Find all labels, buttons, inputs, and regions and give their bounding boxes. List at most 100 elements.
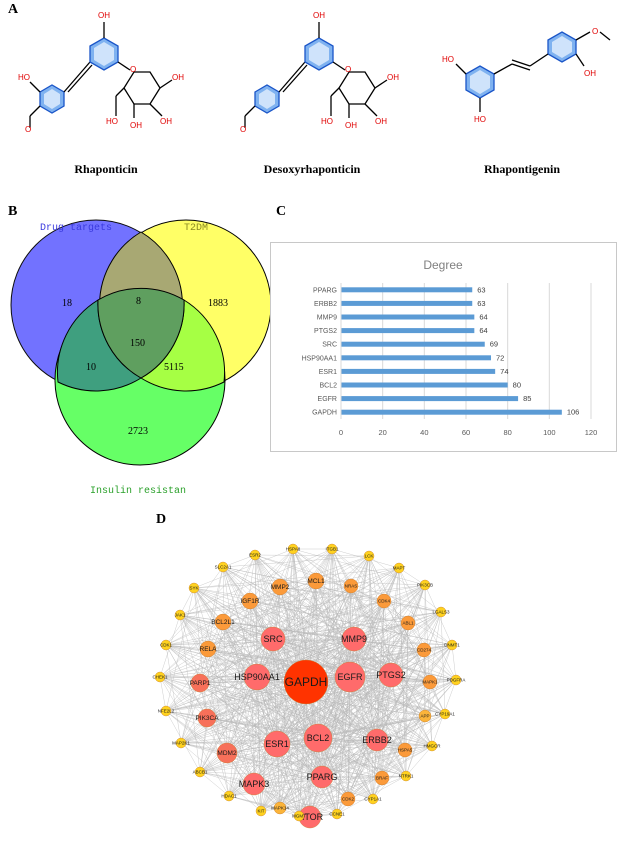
network-node: PPARG [307, 765, 337, 789]
venn-set-label-t2dm: T2DM [184, 223, 208, 234]
desoxy-o-label: O [345, 65, 351, 74]
network-edges [159, 548, 457, 818]
chart-value-label: 106 [567, 408, 580, 417]
chart-bar [341, 396, 519, 402]
network-node-label: NRAS [345, 584, 358, 589]
network-node-label: CD274 [417, 648, 432, 653]
network-node: ITGB1 [325, 543, 339, 555]
network-node: CCNE1 [329, 808, 345, 820]
venn-set-label-ir: Insulin resistan [90, 485, 186, 497]
network-node-label: GAPDH [285, 675, 328, 689]
network-node: MAPK3 [239, 772, 270, 796]
network-node: ESR2 [249, 549, 261, 561]
chart-category-label: SRC [322, 342, 337, 349]
network-node: CYP1A1 [364, 793, 382, 805]
venn-overlap-all [97, 287, 185, 379]
rhaponticin-oh-label: OH [98, 11, 110, 20]
network-node: ESR1 [263, 730, 291, 758]
network-node-label: PIK3CA [195, 715, 219, 722]
network-node-label: ITGB1 [325, 547, 339, 552]
network-node: HSPA5 [398, 742, 413, 758]
network-node-label: HMGCR [424, 744, 442, 749]
chart-bar [341, 355, 491, 361]
network-node-label: CDK4 [378, 599, 391, 604]
venn-count-ir-only: 2723 [128, 426, 148, 437]
desoxy-oh-label-4: OH [345, 121, 357, 130]
network-node: ABL1 [400, 615, 416, 631]
network-node: NRAS [343, 578, 359, 594]
rhaponticin-oh-label-4: OH [130, 121, 142, 130]
network-node: LGALS3 [432, 606, 450, 618]
network-node-label: CYP1A1 [364, 797, 382, 802]
rhaponticin-ho-label: HO [106, 117, 118, 126]
network-node-label: ABL1 [402, 621, 414, 626]
chart-value-label: 85 [523, 394, 531, 403]
chart-bar [341, 382, 508, 388]
chart-bar [341, 341, 485, 347]
network-node: MAPT [393, 562, 405, 574]
rhaponticin-oh-label-2: OH [172, 73, 184, 82]
network-node: CYP19A1 [435, 708, 455, 720]
network-node-label: ABCB1 [193, 770, 208, 775]
chart-category-label: EGFR [318, 396, 337, 403]
panel-label-b: B [8, 204, 18, 219]
rhaponticin-structure [29, 22, 173, 128]
network-node: NFE2L2 [158, 705, 175, 717]
network-node-label: ERBB2 [362, 735, 392, 745]
venn-diagram: Drug targets T2DM Insulin resistan 18 18… [10, 219, 270, 497]
network-node-label: CDK1 [160, 643, 173, 648]
network-node: KIT [255, 805, 267, 817]
rhaponticin-ho-label-2: HO [18, 73, 30, 82]
chart-x-tick-label: 120 [585, 428, 598, 437]
network-node-label: MAPK14 [271, 806, 289, 811]
chart-category-label: ERBB2 [314, 301, 337, 308]
network-node-label: HSPA5 [398, 748, 413, 753]
rhapontigenin-ho-label: HO [442, 55, 454, 64]
network-node-label: BCL2L1 [211, 619, 235, 626]
network-node-label: IGF1R [240, 598, 259, 605]
rhapontigenin-o-label: O [592, 27, 598, 36]
network-node-label: MAP2K1 [172, 741, 190, 746]
network-node-label: MAPK3 [239, 779, 270, 789]
venn-count-t2dm-ir: 5115 [164, 362, 184, 373]
compound-name-desoxyrhaponticin: Desoxyrhaponticin [263, 162, 361, 176]
panel-label-a: A [8, 2, 19, 17]
chart-title: Degree [423, 258, 463, 272]
network-node-label: LCK [365, 554, 374, 559]
chart-category-label: GAPDH [312, 410, 337, 417]
network-node-label: KIT [257, 809, 264, 814]
network-node-label: JAK1 [175, 613, 186, 618]
network-node-label: DNMT1 [444, 643, 460, 648]
network-node: HDAC1 [221, 790, 237, 802]
network-node-label: APP [420, 714, 429, 719]
network-node: MAPK14 [271, 801, 289, 815]
rhaponticin-o-label: O [130, 65, 136, 74]
rhaponticin-oh-label-3: OH [160, 117, 172, 126]
network-node-label: ESR2 [249, 553, 261, 558]
network-node: BCL2L1 [211, 613, 235, 631]
network-node-label: PTGS2 [376, 670, 406, 680]
network-node-label: NTRK1 [399, 774, 414, 779]
desoxy-oh-label-3: OH [375, 117, 387, 126]
network-node-label: PARP1 [190, 680, 211, 687]
network-node: RELA [200, 640, 217, 658]
desoxy-ho-label: HO [321, 117, 333, 126]
network-node: ABCB1 [193, 766, 208, 778]
network-node: PARP1 [190, 673, 211, 693]
chart-x-tick-label: 80 [503, 428, 511, 437]
network-node: MCL1 [307, 572, 325, 590]
venn-set-label-drug-targets: Drug targets [40, 223, 112, 234]
chemical-structures: OH O OH OH OH HO HO O OH O OH OH OH HO O [18, 11, 611, 134]
venn-count-drug-only: 18 [62, 298, 72, 309]
network-node: BRAF [374, 770, 390, 786]
chart-category-label: BCL2 [319, 383, 337, 390]
network-node: ERBB2 [362, 728, 392, 752]
compound-name-rhaponticin: Rhaponticin [74, 162, 138, 176]
chart-value-label: 63 [477, 299, 485, 308]
network-node-label: CCNE1 [329, 812, 345, 817]
network-node: MDM2 [216, 742, 238, 764]
network-node: GAPDH [283, 659, 329, 705]
network-node: MMP2 [271, 578, 290, 596]
chart-value-label: 74 [500, 367, 508, 376]
